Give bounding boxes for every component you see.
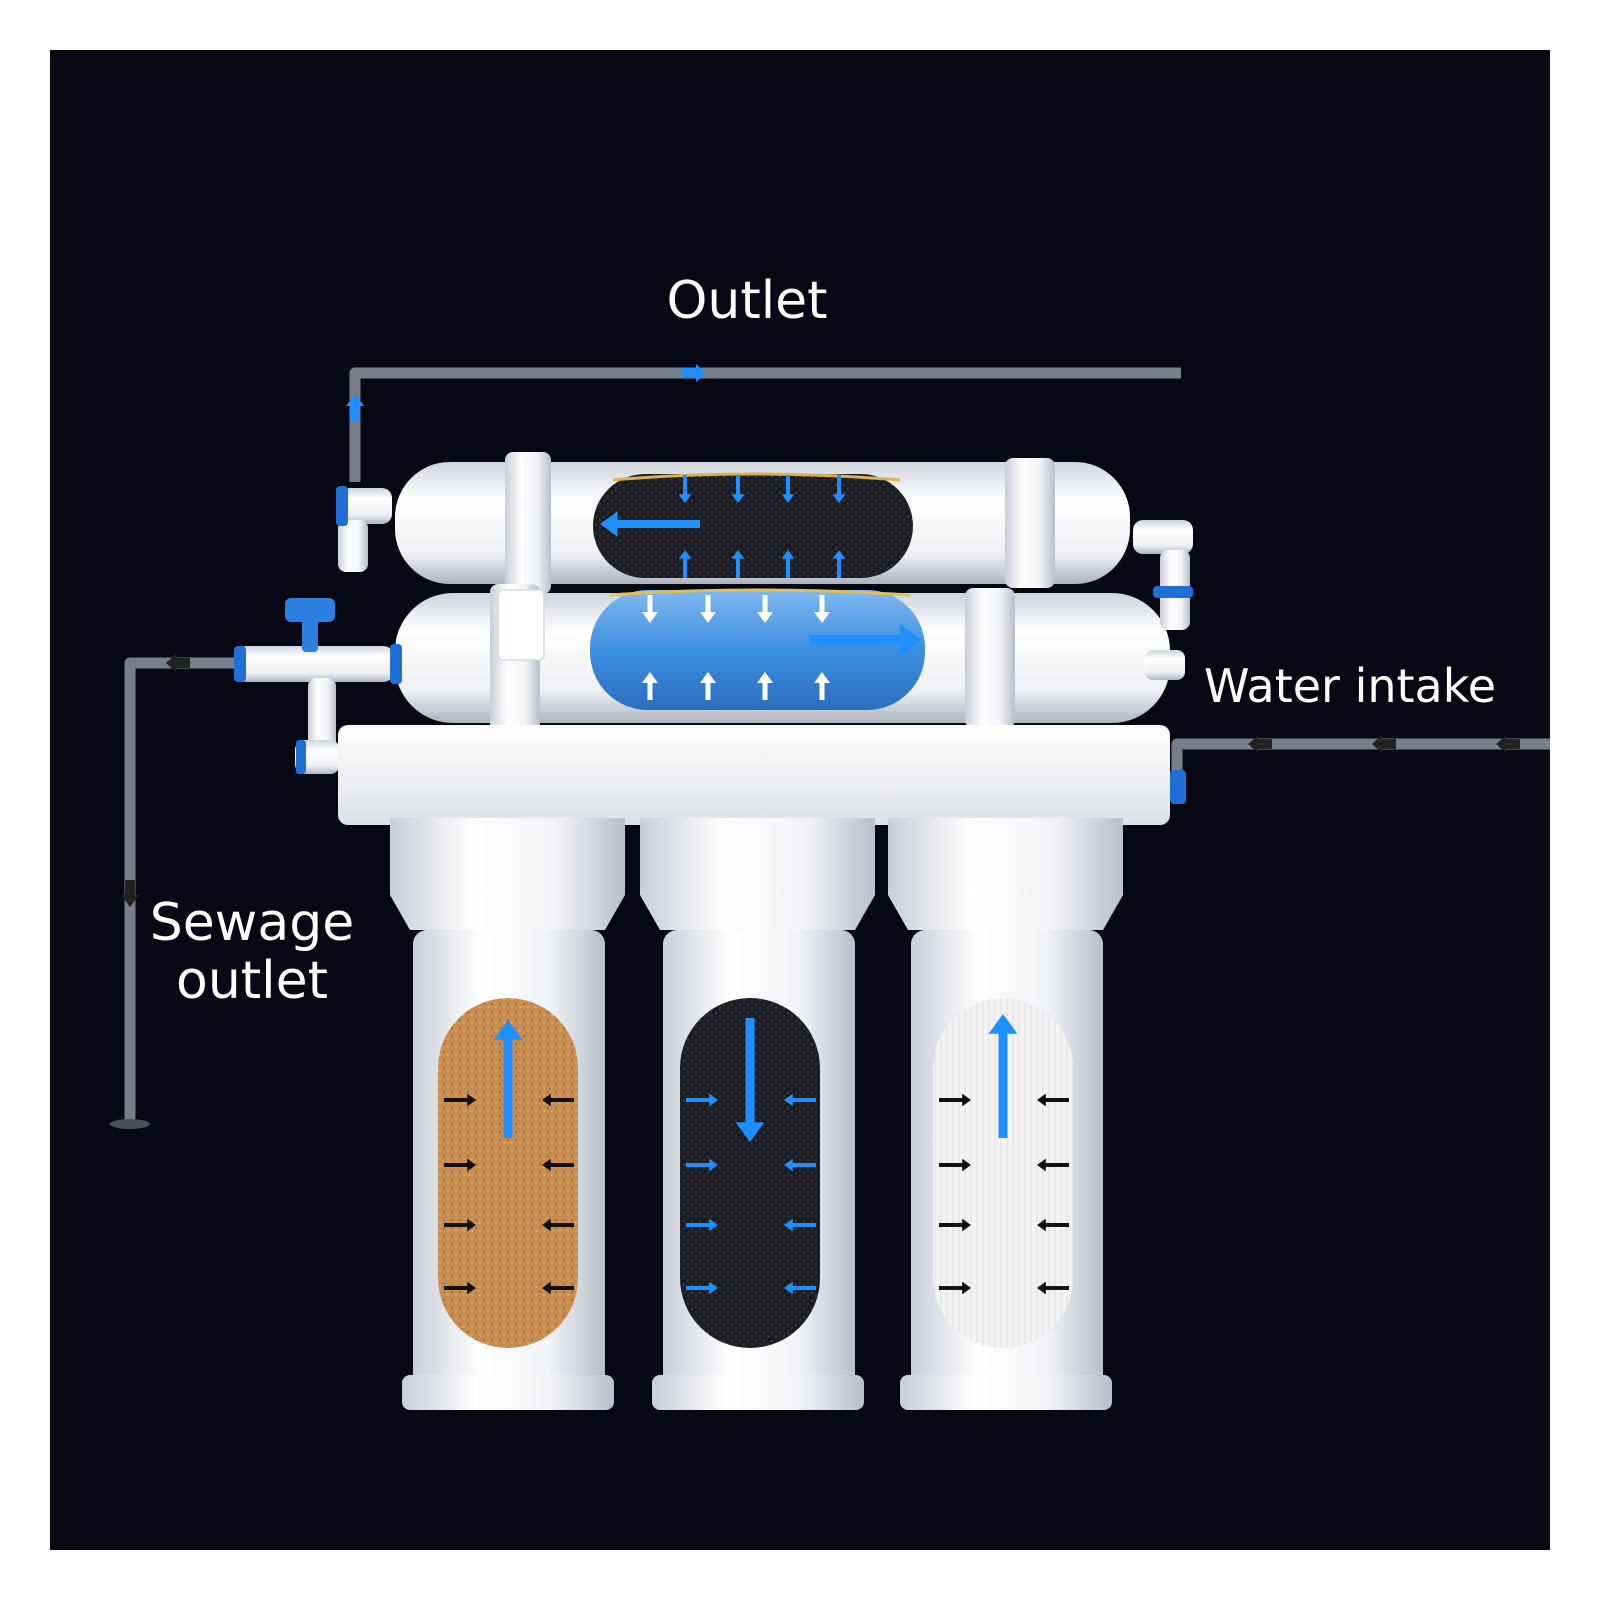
flow-arrow-icon [784, 1281, 816, 1295]
pipe-flow-arrows [121, 364, 1520, 907]
outlet-label: Outlet [666, 271, 827, 331]
filter-arrow-icon [814, 595, 830, 623]
filter-arrow-icon [939, 1218, 971, 1232]
fittings [234, 486, 1193, 804]
filter-arrow-icon [444, 1218, 476, 1232]
sewage-pipe [124, 657, 240, 1123]
ceramic-filter-window [933, 998, 1073, 1348]
filter-arrow-icon [1248, 735, 1272, 753]
filter-arrow-icon [542, 1093, 574, 1107]
housing-ceramic [888, 818, 1123, 1410]
filter-arrow-icon [166, 654, 190, 672]
filter-arrow-icon [1037, 1218, 1069, 1232]
flow-arrow-icon [781, 475, 795, 503]
sewage-label: Sewage [150, 893, 354, 953]
filter-arrow-icon [939, 1281, 971, 1295]
flow-arrow-icon [600, 511, 700, 537]
lower-cartridge [395, 584, 1170, 732]
filter-arrow-icon [542, 1158, 574, 1172]
diagram-stage: Outlet Water intake Sewage outlet [50, 50, 1550, 1550]
flow-arrow-icon [686, 1218, 718, 1232]
filter-arrow-icon [444, 1281, 476, 1295]
filter-arrow-icon [642, 672, 658, 700]
filter-arrow-icon [642, 595, 658, 623]
filter-arrow-icon [939, 1093, 971, 1107]
carbon-filter-window [680, 998, 820, 1348]
filter-flow-arrows [444, 475, 1069, 1295]
flow-arrow-icon [682, 364, 706, 382]
filter-arrow-icon [700, 595, 716, 623]
water-intake-label: Water intake [1204, 659, 1496, 713]
outlet-pipe [349, 367, 1181, 482]
flow-arrow-icon [735, 1018, 765, 1142]
flow-arrow-icon [784, 1158, 816, 1172]
sewage-outlet-label: outlet [176, 951, 328, 1011]
filter-arrow-icon [814, 672, 830, 700]
flow-arrow-icon [784, 1218, 816, 1232]
pp-cotton-filter-window [438, 998, 578, 1348]
flow-arrow-icon [731, 475, 745, 503]
filter-arrow-icon [939, 1158, 971, 1172]
flow-arrow-icon [686, 1281, 718, 1295]
mounting-bracket [338, 725, 1170, 825]
flow-arrow-icon [810, 624, 922, 656]
filter-arrow-icon [444, 1093, 476, 1107]
flow-arrow-icon [678, 550, 692, 578]
filter-arrow-icon [121, 880, 139, 907]
flow-arrow-icon [686, 1158, 718, 1172]
filter-arrow-icon [757, 595, 773, 623]
post-carbon-filter-window [593, 474, 913, 578]
sewage-pipe-end [110, 1119, 150, 1129]
filter-arrow-icon [700, 672, 716, 700]
filter-arrow-icon [1037, 1281, 1069, 1295]
filter-arrow-icon [1037, 1158, 1069, 1172]
upper-cartridge [395, 452, 1130, 594]
filter-arrow-icon [444, 1158, 476, 1172]
flow-arrow-icon [988, 1014, 1018, 1138]
filter-arrow-icon [1496, 735, 1520, 753]
flow-arrow-icon [832, 475, 846, 503]
filter-arrow-icon [1037, 1093, 1069, 1107]
flow-arrow-icon [346, 394, 364, 422]
ro-membrane-window [590, 590, 925, 710]
flow-arrow-icon [686, 1093, 718, 1107]
water-intake-pipe [1171, 738, 1550, 795]
filter-arrow-icon [757, 672, 773, 700]
housing-pp-cotton [390, 818, 625, 1410]
valve-handle [285, 598, 335, 622]
filter-arrow-icon [542, 1281, 574, 1295]
filter-arrow-icon [1372, 735, 1396, 753]
flow-arrow-icon [731, 550, 745, 578]
filter-arrow-icon [542, 1218, 574, 1232]
flow-arrow-icon [493, 1020, 523, 1138]
water-purifier-diagram: Outlet Water intake Sewage outlet [110, 271, 1550, 1410]
flow-arrow-icon [784, 1093, 816, 1107]
flow-arrow-icon [781, 550, 795, 578]
housing-carbon-block [640, 818, 875, 1410]
flow-arrow-icon [678, 475, 692, 503]
flow-arrow-icon [832, 550, 846, 578]
